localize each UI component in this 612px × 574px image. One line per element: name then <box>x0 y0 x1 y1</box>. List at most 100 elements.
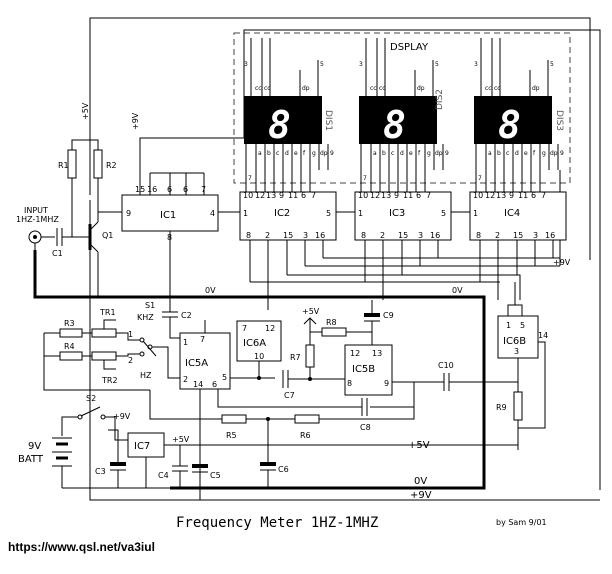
ic1-pin-9: 9 <box>126 209 131 218</box>
ic3-pin-1: 1 <box>358 209 363 218</box>
d1-bpin-g: g <box>312 150 316 157</box>
ic5b-pin-8: 8 <box>347 379 352 388</box>
r9-label: R9 <box>496 403 507 412</box>
s2-label: S2 <box>86 394 96 403</box>
tr1-wiper <box>103 319 116 329</box>
wire-s2-left <box>61 416 78 436</box>
s1-pin1-label: 1 <box>128 330 133 339</box>
net-label-9v-right: +9V <box>553 258 571 267</box>
ic4-pin-13: 13 <box>496 191 506 200</box>
tr2-wiper <box>103 360 116 370</box>
ic5a-pin-14: 14 <box>193 380 203 389</box>
tr2-label: TR2 <box>101 376 118 385</box>
s2-9v-label: +9V <box>113 412 131 421</box>
ic6b-body <box>497 315 539 359</box>
r9-resistor <box>513 391 523 421</box>
c4-capacitor <box>172 445 188 488</box>
digit-2-glyph: 8 <box>383 103 406 147</box>
ic1-pin-6a: 6 <box>167 185 172 194</box>
ground-bus-thick <box>33 250 486 490</box>
ic4-pin-1: 1 <box>473 209 478 218</box>
c8-label: C8 <box>360 423 371 432</box>
ic4-pin-6: 6 <box>531 191 536 200</box>
c9-capacitor <box>364 300 380 332</box>
s1-label: S1 <box>145 301 155 310</box>
digit-2-name: DIS2 <box>435 89 445 110</box>
d2-bpin-dp: dp <box>435 150 443 157</box>
net-label-5v-bottom: +5V <box>172 435 190 444</box>
d2-bpin-e: e <box>409 150 413 157</box>
ic2-pin-2: 2 <box>265 231 270 240</box>
ic5b-pin-9: 9 <box>384 379 389 388</box>
battery-voltage-label: 9V <box>28 441 41 452</box>
d1-bpin-9: 9 <box>330 150 334 157</box>
ic5a-pin-7: 7 <box>200 335 205 344</box>
wire-9v-top <box>139 29 601 490</box>
s2-switch[interactable] <box>77 406 106 420</box>
ic4-pin-11: 11 <box>518 191 528 200</box>
d3-bpin-7: 7 <box>478 175 482 182</box>
plus5v-label-top: +5V <box>81 102 90 120</box>
d2-pin-cc2: cc <box>379 85 386 92</box>
r4-resistor <box>59 351 83 361</box>
c8-capacitor <box>348 398 368 416</box>
ic2-body <box>239 191 337 241</box>
digit-3-glyph: 8 <box>498 103 521 147</box>
d3-bpin-d: d <box>515 150 519 157</box>
c7-label: C7 <box>284 391 295 400</box>
display-label: DSPLAY <box>390 42 429 53</box>
c3-capacitor <box>110 440 126 488</box>
c10-capacitor <box>443 373 518 391</box>
junction-r7 <box>308 377 312 381</box>
d1-bpin-e: e <box>294 150 298 157</box>
display-digit-3: 8 DIS3 <box>474 96 564 147</box>
input-label-1: INPUT <box>24 206 48 215</box>
ic2-pin-15: 15 <box>283 231 293 240</box>
ic3-pin-7: 7 <box>426 191 431 200</box>
tr1-trimmer[interactable] <box>91 328 117 338</box>
c5-capacitor <box>192 445 208 488</box>
input-connector-center <box>33 235 37 239</box>
r3-resistor <box>59 328 83 338</box>
c5-label: C5 <box>210 471 221 480</box>
wire-c3-top <box>108 429 119 440</box>
ic3-pin-13: 13 <box>381 191 391 200</box>
q1-label: Q1 <box>102 231 113 240</box>
r1-resistor <box>67 149 77 179</box>
wire-r8-right <box>346 331 373 345</box>
d3-pin-cc1: cc <box>485 85 492 92</box>
r3-label: R3 <box>64 319 75 328</box>
d1-pin-5: 5 <box>320 61 324 68</box>
source-url[interactable]: https://www.qsl.net/va3iul <box>8 540 155 554</box>
s1-switch[interactable] <box>139 337 157 357</box>
d1-pin-3: 3 <box>244 61 248 68</box>
d1-bpin-b: b <box>267 150 271 157</box>
ic3-pin-16: 16 <box>430 231 440 240</box>
d3-bpin-e: e <box>524 150 528 157</box>
net-label-0v-right: 0V <box>452 286 463 295</box>
s1-khz-label: KHZ <box>137 313 154 322</box>
d3-pin-5: 5 <box>550 61 554 68</box>
d2-bpin-a: a <box>373 150 377 157</box>
d2-bpin-b: b <box>382 150 386 157</box>
r8-resistor <box>321 327 347 337</box>
r6-resistor <box>294 414 320 424</box>
ic6b-pin-14: 14 <box>538 331 548 340</box>
r6-label: R6 <box>300 431 311 440</box>
ic3-pin-3: 3 <box>418 231 423 240</box>
author-label: by Sam 9/01 <box>496 518 547 527</box>
d2-pin-3: 3 <box>359 61 363 68</box>
ic6a-label: IC6A <box>243 338 266 349</box>
ic3-pin-6: 6 <box>416 191 421 200</box>
ic2-label: IC2 <box>274 208 290 219</box>
d2-bpin-9: 9 <box>445 150 449 157</box>
plus9v-label-top: +9V <box>131 112 140 130</box>
ic5a-pin-1: 1 <box>183 338 188 347</box>
r4-label: R4 <box>64 342 75 351</box>
ic5a-pin-5: 5 <box>222 373 227 382</box>
ic1-body <box>121 194 219 232</box>
tr2-trimmer[interactable] <box>91 351 117 361</box>
ic1-pin-6b: 6 <box>183 185 188 194</box>
r8-label: R8 <box>326 318 337 327</box>
